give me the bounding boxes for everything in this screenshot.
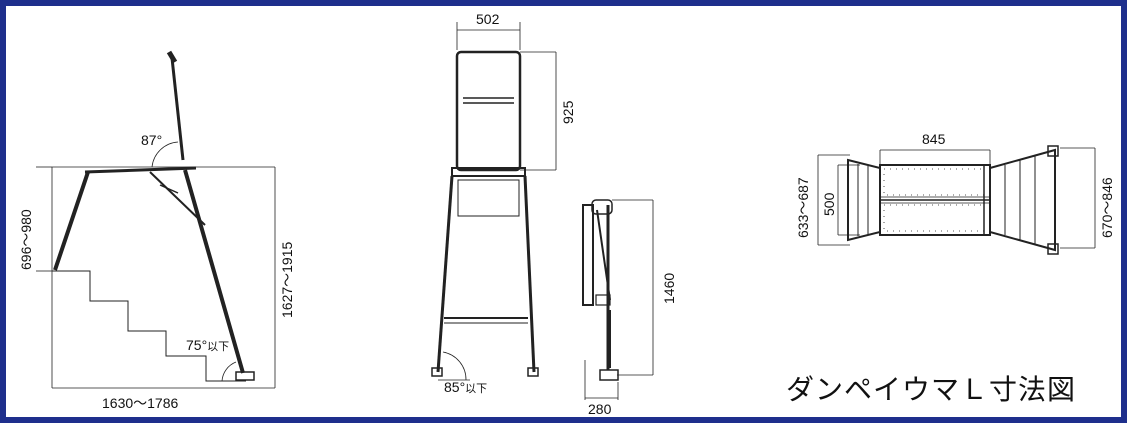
left-leg [53,171,90,271]
side-base-width: 1630〜1786 [102,395,179,411]
front-angle: 85°以下 [444,379,487,395]
folded-view [582,199,654,400]
top-inner-depth: 500 [821,192,837,216]
side-top-angle: 87° [141,132,162,148]
staircase [52,270,246,382]
top-left-depth: 633〜687 [795,177,811,238]
folded-depth: 280 [588,401,612,417]
top-right-depth: 670〜846 [1099,177,1115,238]
folded-height: 1460 [661,273,677,304]
front-handrail-height: 925 [560,100,576,124]
side-height-range: 696〜980 [18,209,34,270]
side-bottom-angle: 75°以下 [186,337,229,353]
side-view [36,50,276,389]
diagram-title: ダンペイウマＬ寸法図 [786,373,1077,406]
right-leg [183,169,245,374]
top-view [817,145,1096,255]
front-view [431,22,557,381]
top-width: 845 [922,131,946,147]
front-handrail-width: 502 [476,11,500,27]
side-total-height: 1627〜1915 [279,241,295,318]
